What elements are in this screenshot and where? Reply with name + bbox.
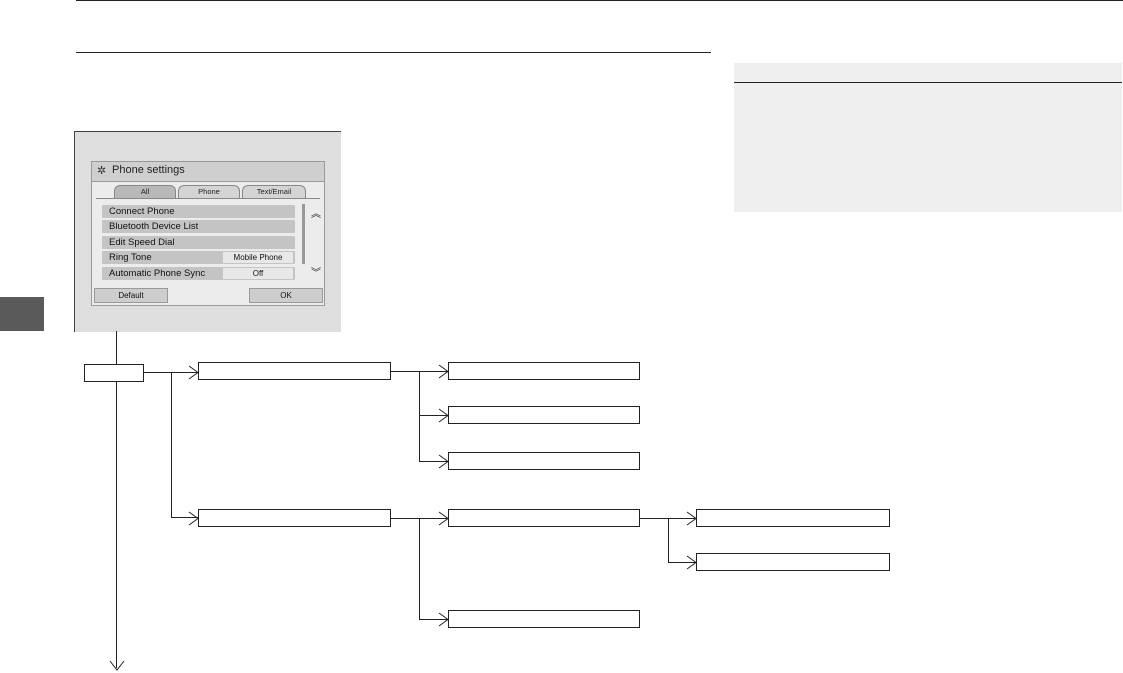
phone-sync-value: Off [223,268,293,279]
arrow-right-icon [686,511,697,526]
ring-tone-value: Mobile Phone [223,252,293,263]
tab-text-email[interactable]: Text/Email [242,185,306,198]
screen-capture: ✲ Phone settings All Phone Text/Email Co… [74,131,341,332]
diagram-box-root [84,364,144,382]
diagram-box-level2-c [448,452,640,470]
connector [116,331,117,364]
connector [668,518,669,563]
arrow-right-icon [438,511,449,526]
diagram-box-level1-a [198,362,391,380]
note-divider [734,82,1122,83]
diagram-box-level2-e [448,610,640,628]
connector [419,518,420,620]
menu-item-connect-phone[interactable]: Connect Phone [102,205,295,218]
arrow-right-icon [438,408,449,423]
tab-all[interactable]: All [114,185,176,198]
arrow-right-icon [188,365,199,380]
connector [668,562,696,563]
arrow-right-icon [438,364,449,379]
arrow-down-icon [109,660,125,671]
note-box [734,63,1122,212]
arrow-right-icon [438,612,449,627]
menu-item-label: Edit Speed Dial [109,237,175,248]
diagram-box-level1-b [198,509,391,527]
menu-item-automatic-phone-sync[interactable]: Automatic Phone Sync Off [102,267,295,280]
menu-item-bluetooth-device-list[interactable]: Bluetooth Device List [102,220,295,233]
ok-button[interactable]: OK [249,288,323,303]
double-chevron-up-icon[interactable]: ︽ [311,209,321,220]
diagram-box-level2-b [448,406,640,424]
tab-phone[interactable]: Phone [178,185,240,198]
double-chevron-down-icon[interactable]: ︾ [311,268,321,279]
chapter-tab [0,297,44,331]
diagram-box-level2-a [448,362,640,380]
top-rule [76,0,1123,1]
arrow-right-icon [188,511,199,526]
tab-underline [96,198,320,199]
gear-icon: ✲ [97,165,107,177]
menu-item-label: Automatic Phone Sync [109,268,206,279]
scrollbar[interactable] [302,204,305,264]
arrow-right-icon [438,454,449,469]
diagram-box-level2-d [448,509,640,527]
arrow-right-icon [686,555,697,570]
diagram-box-level3-a [696,509,890,527]
connector [419,461,448,462]
menu-item-ring-tone[interactable]: Ring Tone Mobile Phone [102,251,295,264]
connector [419,415,448,416]
default-button[interactable]: Default [94,288,168,303]
window-title: Phone settings [112,164,185,176]
menu-item-edit-speed-dial[interactable]: Edit Speed Dial [102,236,295,249]
section-rule [76,52,711,53]
connector [171,372,172,518]
diagram-box-level3-b [696,553,890,571]
window-title-bar: ✲ Phone settings [92,162,324,182]
menu-item-label: Ring Tone [109,252,152,263]
phone-settings-window: ✲ Phone settings All Phone Text/Email Co… [91,161,325,306]
menu-item-label: Connect Phone [109,206,175,217]
menu-item-label: Bluetooth Device List [109,221,199,232]
connector [419,371,420,462]
connector [419,619,448,620]
connector [171,517,198,518]
connector [116,382,117,668]
